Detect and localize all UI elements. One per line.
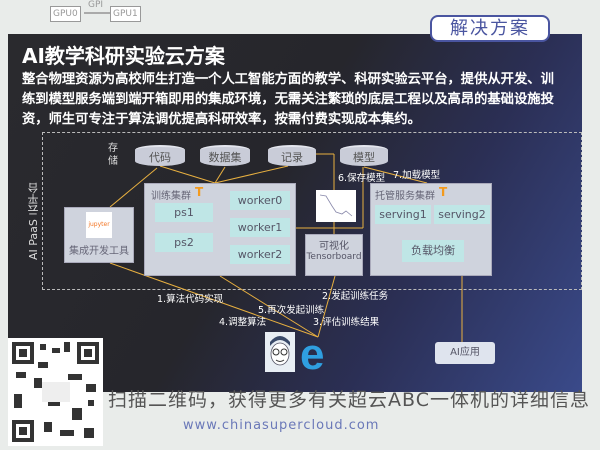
step-3: 3.评估训练结果	[313, 317, 380, 328]
serving2: serving2	[434, 205, 490, 224]
step-2: 2.发起训练任务	[322, 291, 389, 302]
developer-avatar-icon	[265, 332, 295, 372]
panel-title: AI教学科研实验云方案	[22, 44, 225, 68]
serving1: serving1	[375, 205, 431, 224]
worker1: worker1	[230, 218, 290, 237]
serving-cluster: 托管服务集群 T	[370, 183, 492, 276]
tensorboard-label: Tensorboard	[306, 252, 362, 262]
browser-icon: e	[300, 330, 325, 379]
load-balancer: 负载均衡	[402, 240, 464, 262]
serving-cluster-title: 托管服务集群	[375, 191, 435, 202]
ps1: ps1	[155, 203, 213, 222]
storage-logs: 记录	[268, 145, 316, 166]
jupyter-logo: jupyter	[86, 212, 112, 238]
ai-app-box: AI应用	[435, 342, 495, 364]
worker2: worker2	[230, 245, 290, 264]
gpi-label: GPI	[88, 0, 104, 10]
gpu1-box: GPU1	[110, 6, 141, 22]
storage-label: 存储	[108, 143, 118, 167]
storage-dataset: 数据集	[200, 145, 250, 166]
step-6: 6.保存模型	[338, 173, 386, 184]
panel-description: 整合物理资源为高校师生打造一个人工智能方面的教学、科研实验云平台，提供从开发、训…	[22, 72, 554, 127]
tensorflow-icon: T	[439, 185, 448, 199]
training-cluster-title: 训练集群	[151, 191, 191, 202]
qr-code	[8, 338, 103, 446]
ps2: ps2	[155, 233, 213, 252]
storage-code: 代码	[135, 145, 185, 166]
worker0: worker0	[230, 191, 290, 210]
tensorflow-icon: T	[195, 185, 204, 199]
ide-label: 集成开发工具	[69, 246, 129, 257]
storage-model: 模型	[340, 145, 388, 166]
gpu0-box: GPU0	[50, 6, 81, 22]
visualization-title: 可视化	[319, 241, 349, 252]
step-5: 5.再次发起训练	[258, 305, 325, 316]
section-tab: 解决方案	[430, 15, 550, 42]
qr-call-to-action: 扫描二维码，获得更多有关超云ABC一体机的详细信息	[108, 389, 590, 411]
tensorboard-box: 可视化 Tensorboard	[305, 234, 363, 276]
step-4: 4.调整算法	[219, 317, 267, 328]
platform-boundary	[42, 132, 582, 290]
step-1: 1.算法代码实现	[157, 294, 224, 305]
ide-box: jupyter 集成开发工具	[64, 207, 134, 263]
loss-chart-thumbnail	[316, 190, 356, 222]
step-7: 7.加载模型	[393, 170, 441, 181]
gpi-arrow	[84, 12, 110, 14]
website-url[interactable]: www.chinasupercloud.com	[183, 418, 380, 433]
